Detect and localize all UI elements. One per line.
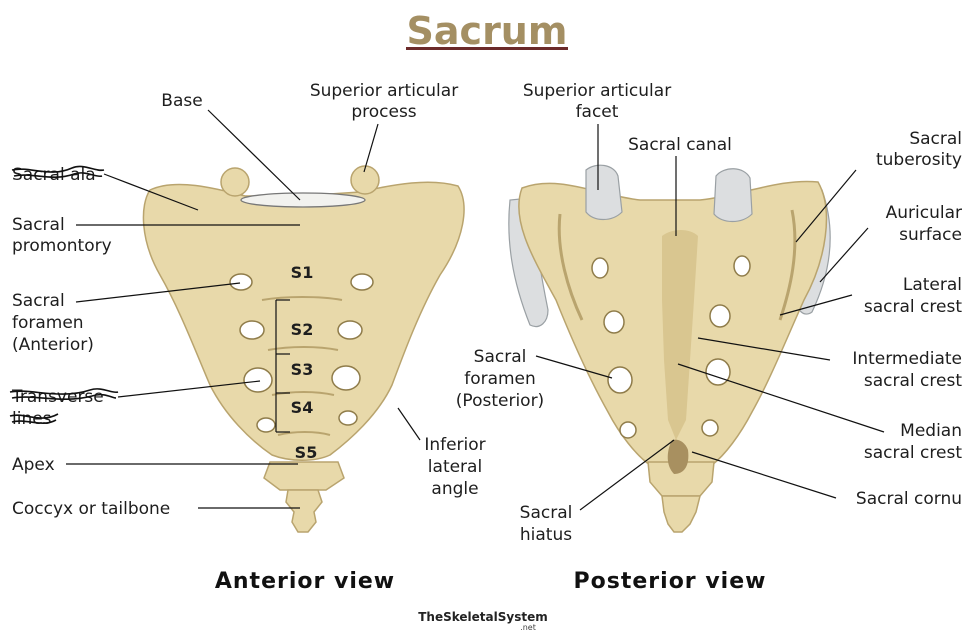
label-sacral-canal: Sacral canal	[628, 135, 732, 155]
label-apex: Apex	[12, 455, 55, 475]
label-base: Base	[161, 91, 202, 111]
label-lateral-sacral-crest-1: Lateral	[903, 275, 962, 295]
label-sacral-tuberosity-1: Sacral	[909, 129, 962, 149]
label-superior-articular-facet-2: facet	[576, 102, 619, 122]
label-median-sacral-crest-1: Median	[900, 421, 962, 441]
label-sacral-foramen-posterior-2: foramen	[464, 369, 536, 389]
label-sacral-hiatus-2: hiatus	[520, 525, 572, 545]
label-auricular-surface-1: Auricular	[886, 203, 962, 223]
segment-s1: S1	[291, 263, 314, 282]
segment-s3: S3	[291, 360, 314, 379]
leader-superior-articular-process	[364, 124, 378, 172]
posterior-sacrum-illustration	[509, 165, 830, 532]
label-sacral-foramen-anterior-3: (Anterior)	[12, 335, 94, 355]
label-auricular-surface-2: surface	[899, 225, 962, 245]
label-sacral-promontory-2: promontory	[12, 236, 112, 256]
label-coccyx: Coccyx or tailbone	[12, 499, 170, 519]
label-sacral-foramen-posterior-3: (Posterior)	[456, 391, 544, 411]
label-sacral-tuberosity-2: tuberosity	[876, 150, 962, 170]
segment-s4: S4	[291, 398, 314, 417]
label-sacral-cornu: Sacral cornu	[856, 489, 962, 509]
label-superior-articular-process-2: process	[351, 102, 416, 122]
label-inferior-lateral-angle-3: angle	[431, 479, 478, 499]
label-median-sacral-crest-2: sacral crest	[864, 443, 962, 463]
label-sacral-foramen-anterior-2: foramen	[12, 313, 84, 333]
anterior-sacrum-illustration	[143, 166, 464, 532]
posterior-view-title: Posterior view	[574, 569, 767, 594]
leader-sacral-cornu	[692, 452, 836, 498]
label-inferior-lateral-angle-1: Inferior	[424, 435, 485, 455]
label-sacral-foramen-anterior-1: Sacral	[12, 291, 65, 311]
brand-suffix: .net	[520, 623, 536, 632]
segment-s2: S2	[291, 320, 314, 339]
label-lateral-sacral-crest-2: sacral crest	[864, 297, 962, 317]
leader-inferior-lateral-angle	[398, 408, 420, 440]
label-sacral-hiatus-1: Sacral	[520, 503, 573, 523]
label-sacral-promontory-1: Sacral	[12, 215, 65, 235]
segment-s5: S5	[295, 443, 318, 462]
label-intermediate-sacral-crest-2: sacral crest	[864, 371, 962, 391]
anterior-view-title: Anterior view	[215, 569, 395, 594]
brand-name: TheSkeletalSystem	[418, 610, 548, 624]
page-title: Sacrum	[407, 9, 568, 53]
label-intermediate-sacral-crest-1: Intermediate	[852, 349, 962, 369]
label-transverse-lines-2: lines	[12, 409, 52, 429]
label-superior-articular-process-1: Superior articular	[310, 81, 458, 101]
label-superior-articular-facet-1: Superior articular	[523, 81, 671, 101]
label-inferior-lateral-angle-2: lateral	[428, 457, 482, 477]
label-sacral-foramen-posterior-1: Sacral	[474, 347, 527, 367]
title-underline	[406, 47, 568, 50]
